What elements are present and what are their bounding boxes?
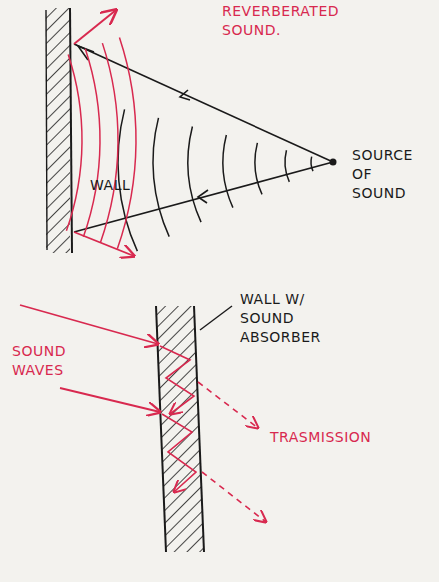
wave-front <box>255 143 262 194</box>
leader-line <box>200 306 232 330</box>
absorber-face <box>156 306 166 552</box>
ray-arrowhead <box>180 90 190 100</box>
wave-front <box>188 126 201 222</box>
reflected-wave-front <box>117 37 136 248</box>
ray-arrowhead <box>198 190 208 203</box>
transmission-label: TRASMISSION <box>270 428 371 447</box>
wave-front <box>311 157 313 172</box>
transmission-arrow <box>202 472 266 522</box>
internal-reflection <box>160 346 194 414</box>
reflected-wave-front <box>66 54 82 230</box>
reflection-arrow <box>74 10 116 44</box>
reflected-wave-fronts <box>66 37 136 248</box>
sound-wave-arrow <box>60 388 160 412</box>
wave-fronts <box>118 109 313 251</box>
wave-front <box>223 135 233 208</box>
wall-back <box>46 10 47 250</box>
absorber-label: WALL W/ SOUND ABSORBER <box>240 290 330 347</box>
absorber-hatching <box>156 306 204 552</box>
wall-label: WALL <box>90 176 130 195</box>
reflected-wave-front <box>100 43 118 243</box>
reflection-label: REVERBERATED SOUND. <box>222 2 339 40</box>
wall-hatching <box>46 8 70 253</box>
wave-front <box>153 118 169 237</box>
reflection-arrow <box>74 232 134 256</box>
source-label: SOURCE OF SOUND <box>352 146 413 203</box>
sound-wave-arrow <box>20 305 158 344</box>
sound-waves-label: SOUND WAVES <box>12 342 66 380</box>
absorber-face <box>194 306 204 552</box>
wave-front <box>285 150 289 182</box>
transmission-arrow <box>198 382 258 428</box>
internal-reflection <box>162 414 196 492</box>
reflected-wave-front <box>83 49 100 237</box>
ray-line <box>74 44 333 162</box>
sound-source-dot <box>330 159 337 166</box>
